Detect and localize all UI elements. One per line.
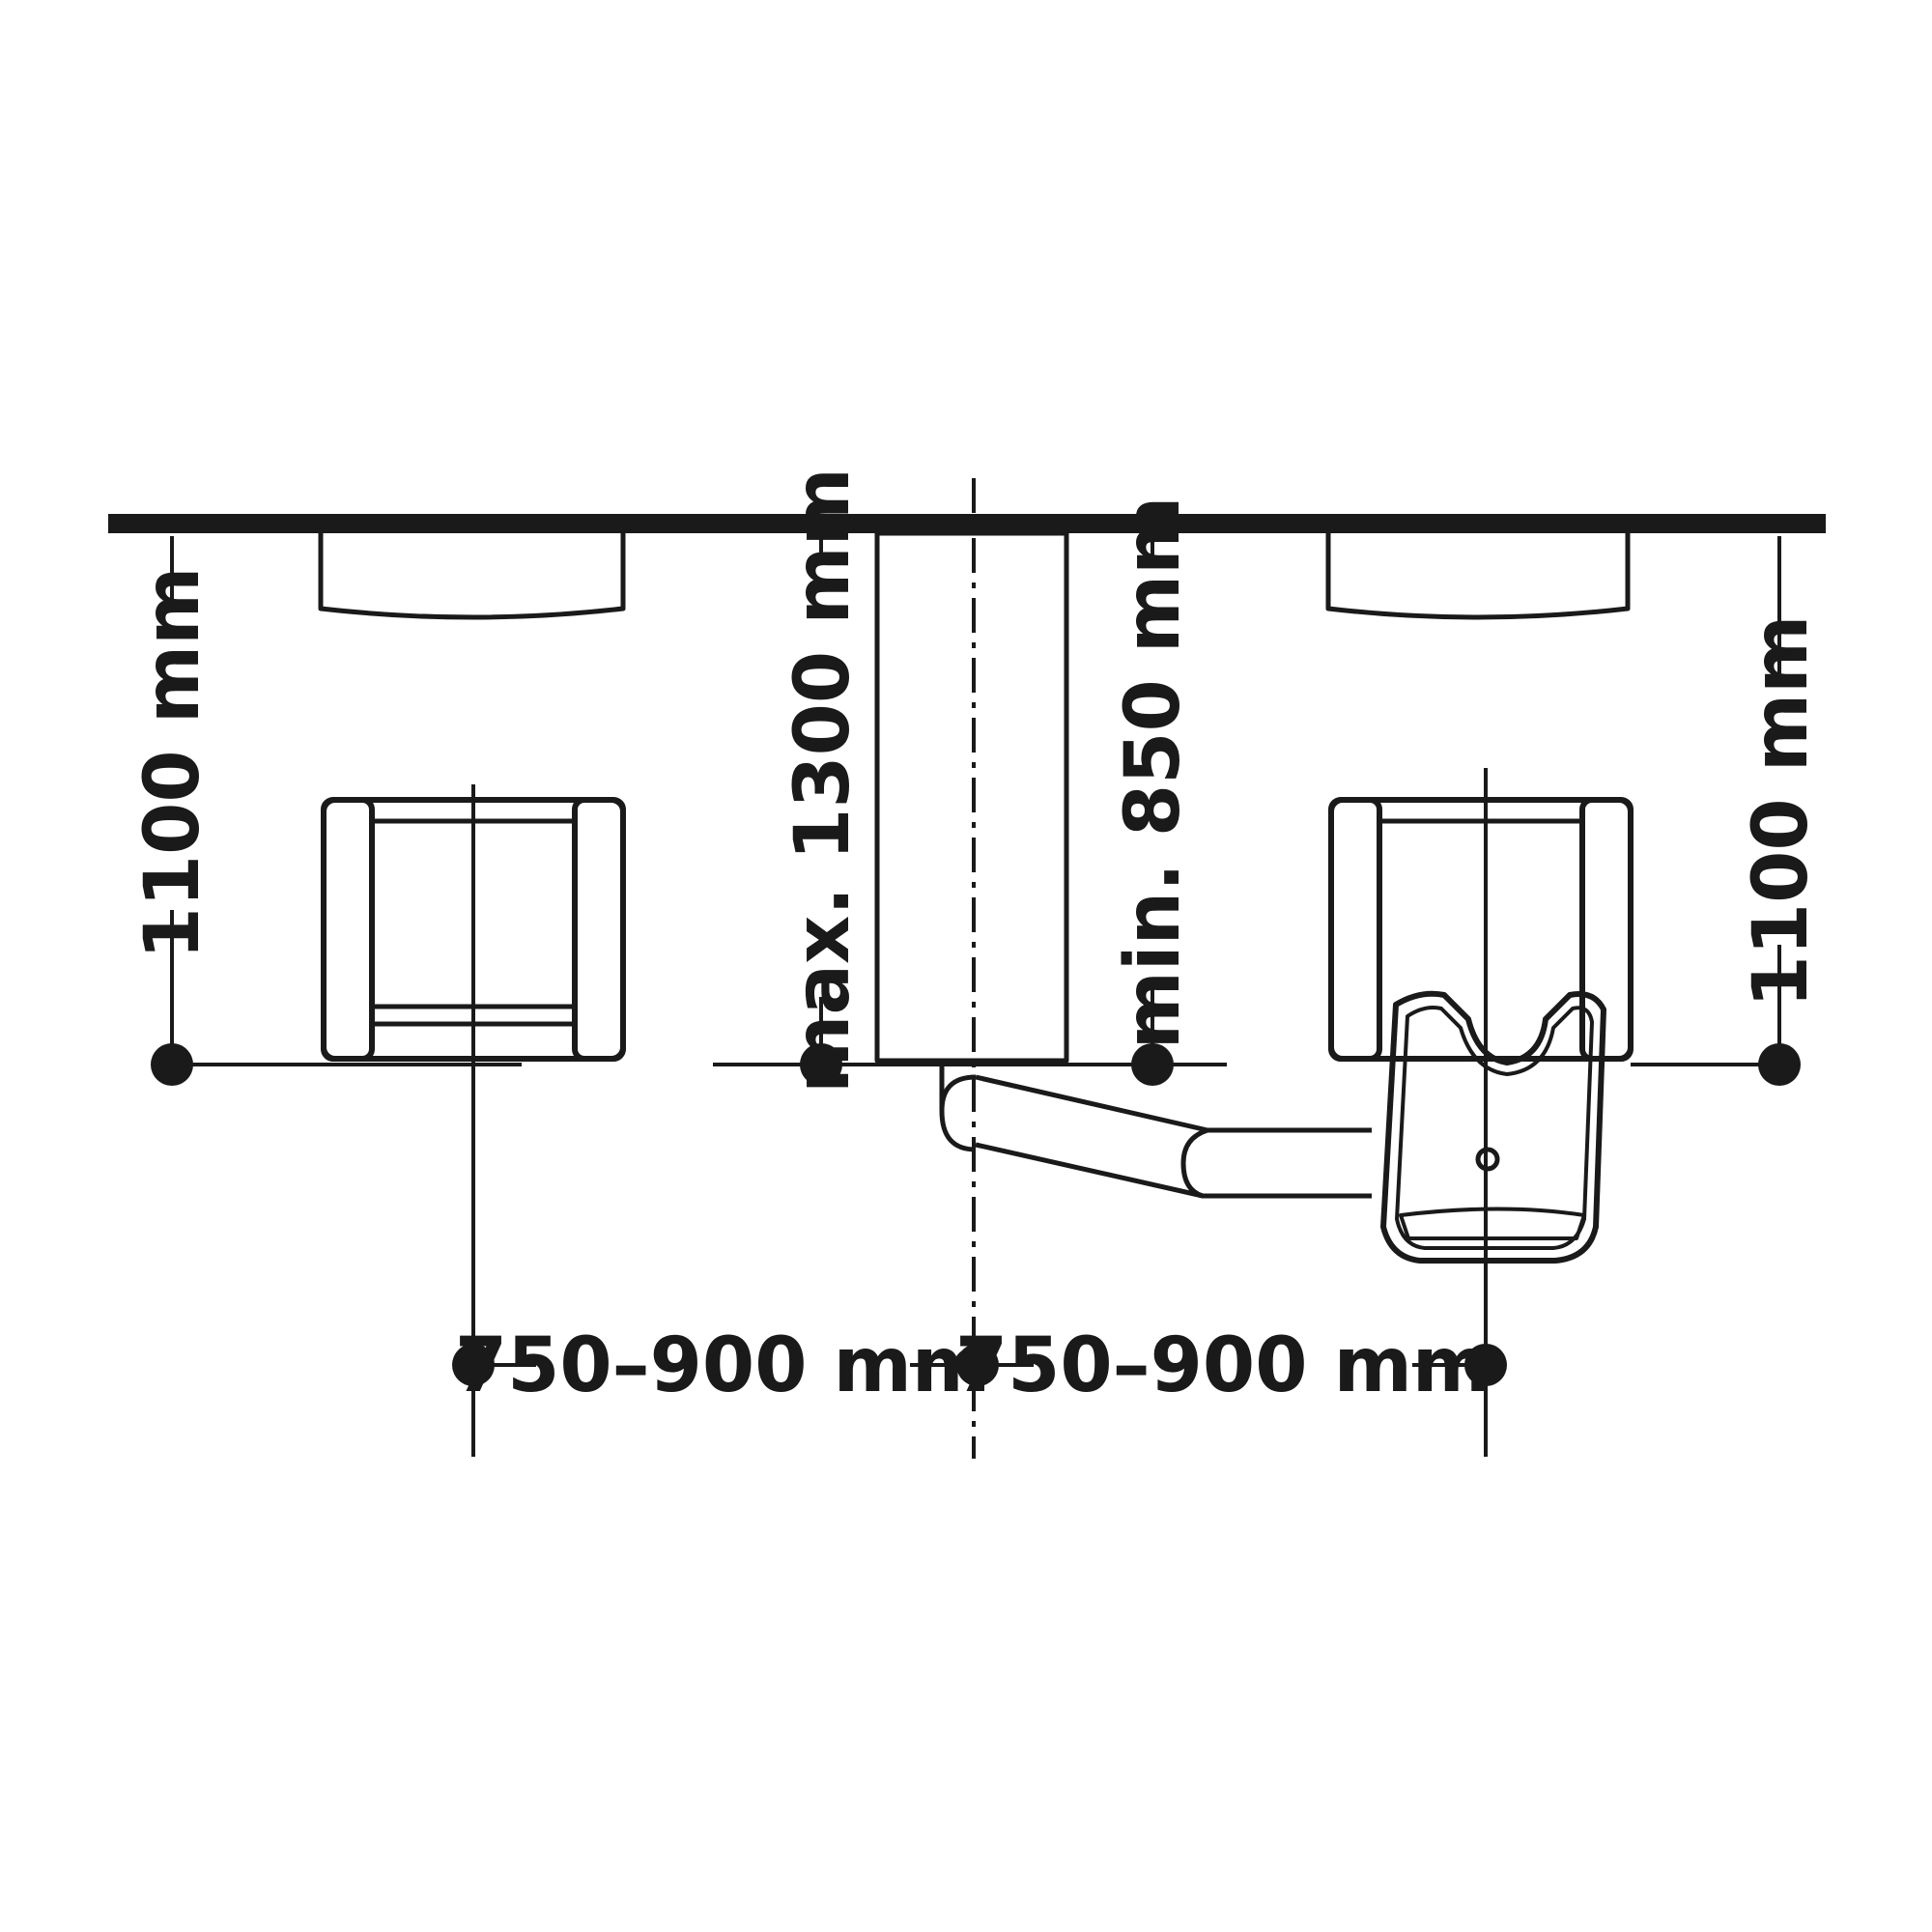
label-left-1100: 1100 mm (129, 567, 216, 960)
label-max-1300: max. 1300 mm (780, 468, 867, 1094)
label-min-850: min. 850 mm (1110, 497, 1197, 1050)
wall (108, 514, 1826, 533)
label-right-1100: 1100 mm (1738, 615, 1825, 1009)
dim-dot (956, 1344, 999, 1386)
label-right-spacing: 750–900 mm (955, 1322, 1491, 1409)
dim-dot (1464, 1344, 1507, 1386)
wash-basin (1380, 990, 1606, 1264)
dim-dot (1131, 1043, 1174, 1086)
right-toilet (1328, 797, 1634, 1062)
dim-dot (1758, 1043, 1801, 1086)
left-cistern (318, 533, 626, 620)
right-cistern (1325, 533, 1631, 620)
dim-dot (452, 1344, 495, 1386)
label-left-spacing: 750–900 mm (455, 1322, 990, 1409)
dim-dot (151, 1043, 193, 1086)
grab-bar (939, 1061, 1372, 1199)
center-partition (874, 530, 1069, 1064)
dim-dot (800, 1043, 842, 1086)
